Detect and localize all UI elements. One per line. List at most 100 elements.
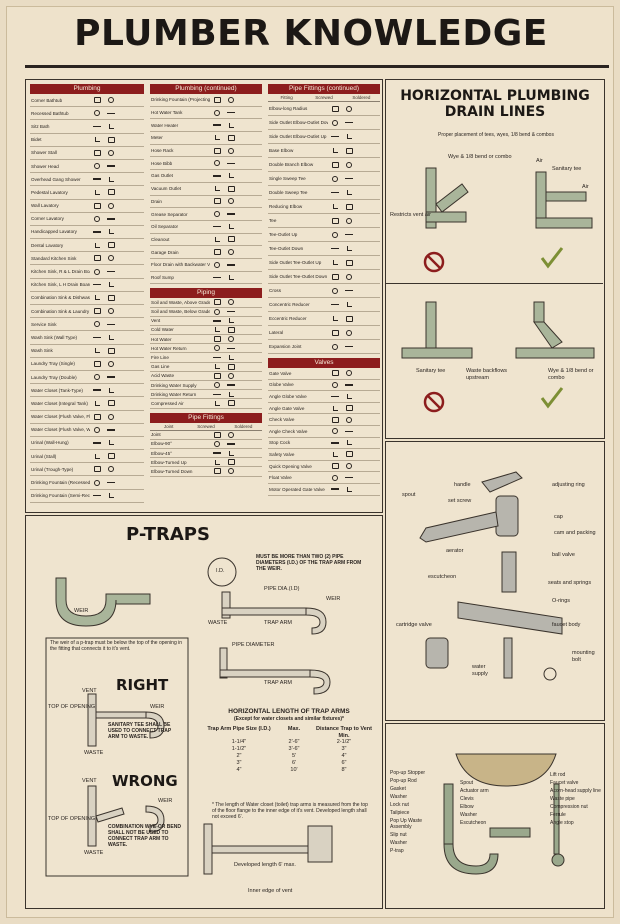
- symbol-label: Water Closet (Flush Valve, Wall-Hung): [31, 427, 90, 433]
- symbol-label: Urinal (Stall): [31, 453, 57, 459]
- drain-diagram-wye-wrong: [425, 167, 469, 229]
- top-of-opening-label: TOP OF OPENING: [48, 704, 96, 710]
- symbol-row: Quick Opening Valve: [268, 461, 380, 473]
- faucet-label: ball valve: [552, 552, 575, 558]
- symbol-label: Handicapped Lavatory: [31, 229, 77, 235]
- trap-arm-label: TRAP ARM: [264, 620, 293, 626]
- symbol-icon: [213, 124, 221, 126]
- symbol-icon: [94, 163, 100, 170]
- symbol-icon: [214, 382, 220, 389]
- symbol-glyph: [90, 255, 104, 262]
- symbol-glyph: [104, 400, 118, 407]
- symbol-icon: [213, 249, 221, 256]
- symbol-glyph: [90, 283, 104, 286]
- symbol-icon: [346, 416, 352, 423]
- symbol-icon: [213, 320, 221, 322]
- symbol-glyph: [328, 135, 342, 138]
- symbol-glyph: [342, 177, 356, 180]
- symbol-icon: [227, 363, 235, 370]
- check-icon: [540, 387, 564, 409]
- symbol-row: Globe Valve: [268, 380, 380, 392]
- drain-label: Wye & 1/8 bend or combo: [548, 368, 594, 381]
- sink-label: Washer: [390, 840, 408, 846]
- symbol-icon: [108, 493, 114, 499]
- symbol-icon: [93, 178, 101, 180]
- symbol-label: Shower Stall: [31, 150, 57, 156]
- symbol-glyph: [104, 149, 118, 156]
- symbol-icon: [346, 486, 352, 492]
- pipe-dia-label: PIPE DIA.(I.D): [264, 586, 300, 592]
- symbol-row: Acid Waste: [150, 372, 262, 381]
- id-label: I.D.: [216, 568, 225, 574]
- symbol-glyph: [342, 190, 356, 195]
- drain-diagram-tee-wrong: [401, 301, 473, 359]
- symbol-icon: [331, 463, 339, 470]
- symbol-label: Lateral: [269, 330, 284, 335]
- symbol-glyph: [224, 173, 238, 179]
- symbol-glyph: [104, 136, 118, 143]
- faucet-label: set screw: [448, 498, 472, 504]
- symbol-row: Reducing Elbow: [268, 200, 380, 214]
- table-cell: 4": [236, 767, 242, 773]
- symbol-icon: [345, 289, 353, 292]
- vent-label: VENT: [82, 778, 97, 784]
- symbol-glyph: [342, 329, 356, 336]
- symbol-glyph: [342, 451, 356, 458]
- symbol-icon: [346, 463, 352, 470]
- symbol-row: Water Closet (Flush Valve, Wall-Hung): [30, 424, 144, 437]
- symbol-glyph: [328, 105, 342, 112]
- drain-label: Restricts vent air: [390, 212, 431, 218]
- symbol-glyph: [90, 389, 104, 391]
- symbol-glyph: [90, 494, 104, 497]
- ptraps-note: MUST BE MORE THAN TWO (2) PIPE DIAMETERS…: [256, 554, 362, 572]
- symbol-icon: [93, 494, 101, 497]
- symbol-icon: [332, 148, 338, 153]
- symbol-icon: [94, 426, 100, 433]
- drain-lines-panel: HORIZONTAL PLUMBING DRAIN LINES Proper p…: [385, 79, 605, 439]
- symbol-icon: [93, 149, 101, 156]
- wrong-note: COMBINATION WYE-OR BEND SHALL NOT BE USE…: [108, 824, 181, 848]
- no-icon: [423, 251, 445, 273]
- sink-label: Elbow: [460, 804, 474, 810]
- symbol-icon: [346, 370, 352, 377]
- symbol-glyph: [104, 242, 118, 249]
- sink-label: Lock nut: [390, 802, 409, 808]
- symbol-row: Gas Line: [150, 363, 262, 372]
- symbol-row: Side Outlet Tee-Outlet Up: [268, 256, 380, 270]
- symbol-icon: [345, 476, 353, 479]
- symbol-row: Tee-Outlet Up: [268, 228, 380, 242]
- check-icon: [540, 247, 564, 269]
- symbol-icon: [345, 177, 353, 180]
- symbol-label: Globe Valve: [269, 382, 294, 388]
- symbol-glyph: [224, 355, 238, 361]
- symbol-glyph: [224, 459, 238, 466]
- symbol-icon: [214, 236, 220, 242]
- symbol-glyph: [104, 270, 118, 273]
- symbol-icon: [228, 274, 234, 280]
- symbol-row: Hose Bibb: [150, 157, 262, 171]
- symbol-glyph: [104, 440, 118, 446]
- symbol-glyph: [210, 175, 224, 177]
- symbol-glyph: [224, 224, 238, 230]
- symbol-glyph: [224, 96, 238, 103]
- sink-label: Washer: [390, 794, 408, 800]
- symbol-icon: [94, 321, 100, 328]
- symbol-row: Float Valve: [268, 472, 380, 484]
- symbol-glyph: [224, 274, 238, 280]
- symbol-label: Side Outlet Tee-Outlet Down: [269, 274, 328, 279]
- symbol-icon: [214, 211, 220, 218]
- symbol-row: Drinking Water Supply: [150, 381, 262, 391]
- symbol-label: Gas Outlet: [151, 173, 173, 179]
- faucet-base: [457, 601, 563, 635]
- faucet-spout: [419, 511, 499, 543]
- symbol-icon: [214, 308, 220, 315]
- symbol-glyph: [328, 231, 342, 238]
- symbol-glyph: [224, 347, 238, 350]
- symbol-icon: [331, 488, 339, 490]
- symbol-glyph: [90, 453, 104, 459]
- symbol-row: Angle Gate Valve: [268, 403, 380, 415]
- table-cell: 2": [236, 753, 242, 759]
- symbol-label: Side Outlet Tee-Outlet Up: [269, 260, 322, 265]
- symbol-glyph: [104, 323, 118, 326]
